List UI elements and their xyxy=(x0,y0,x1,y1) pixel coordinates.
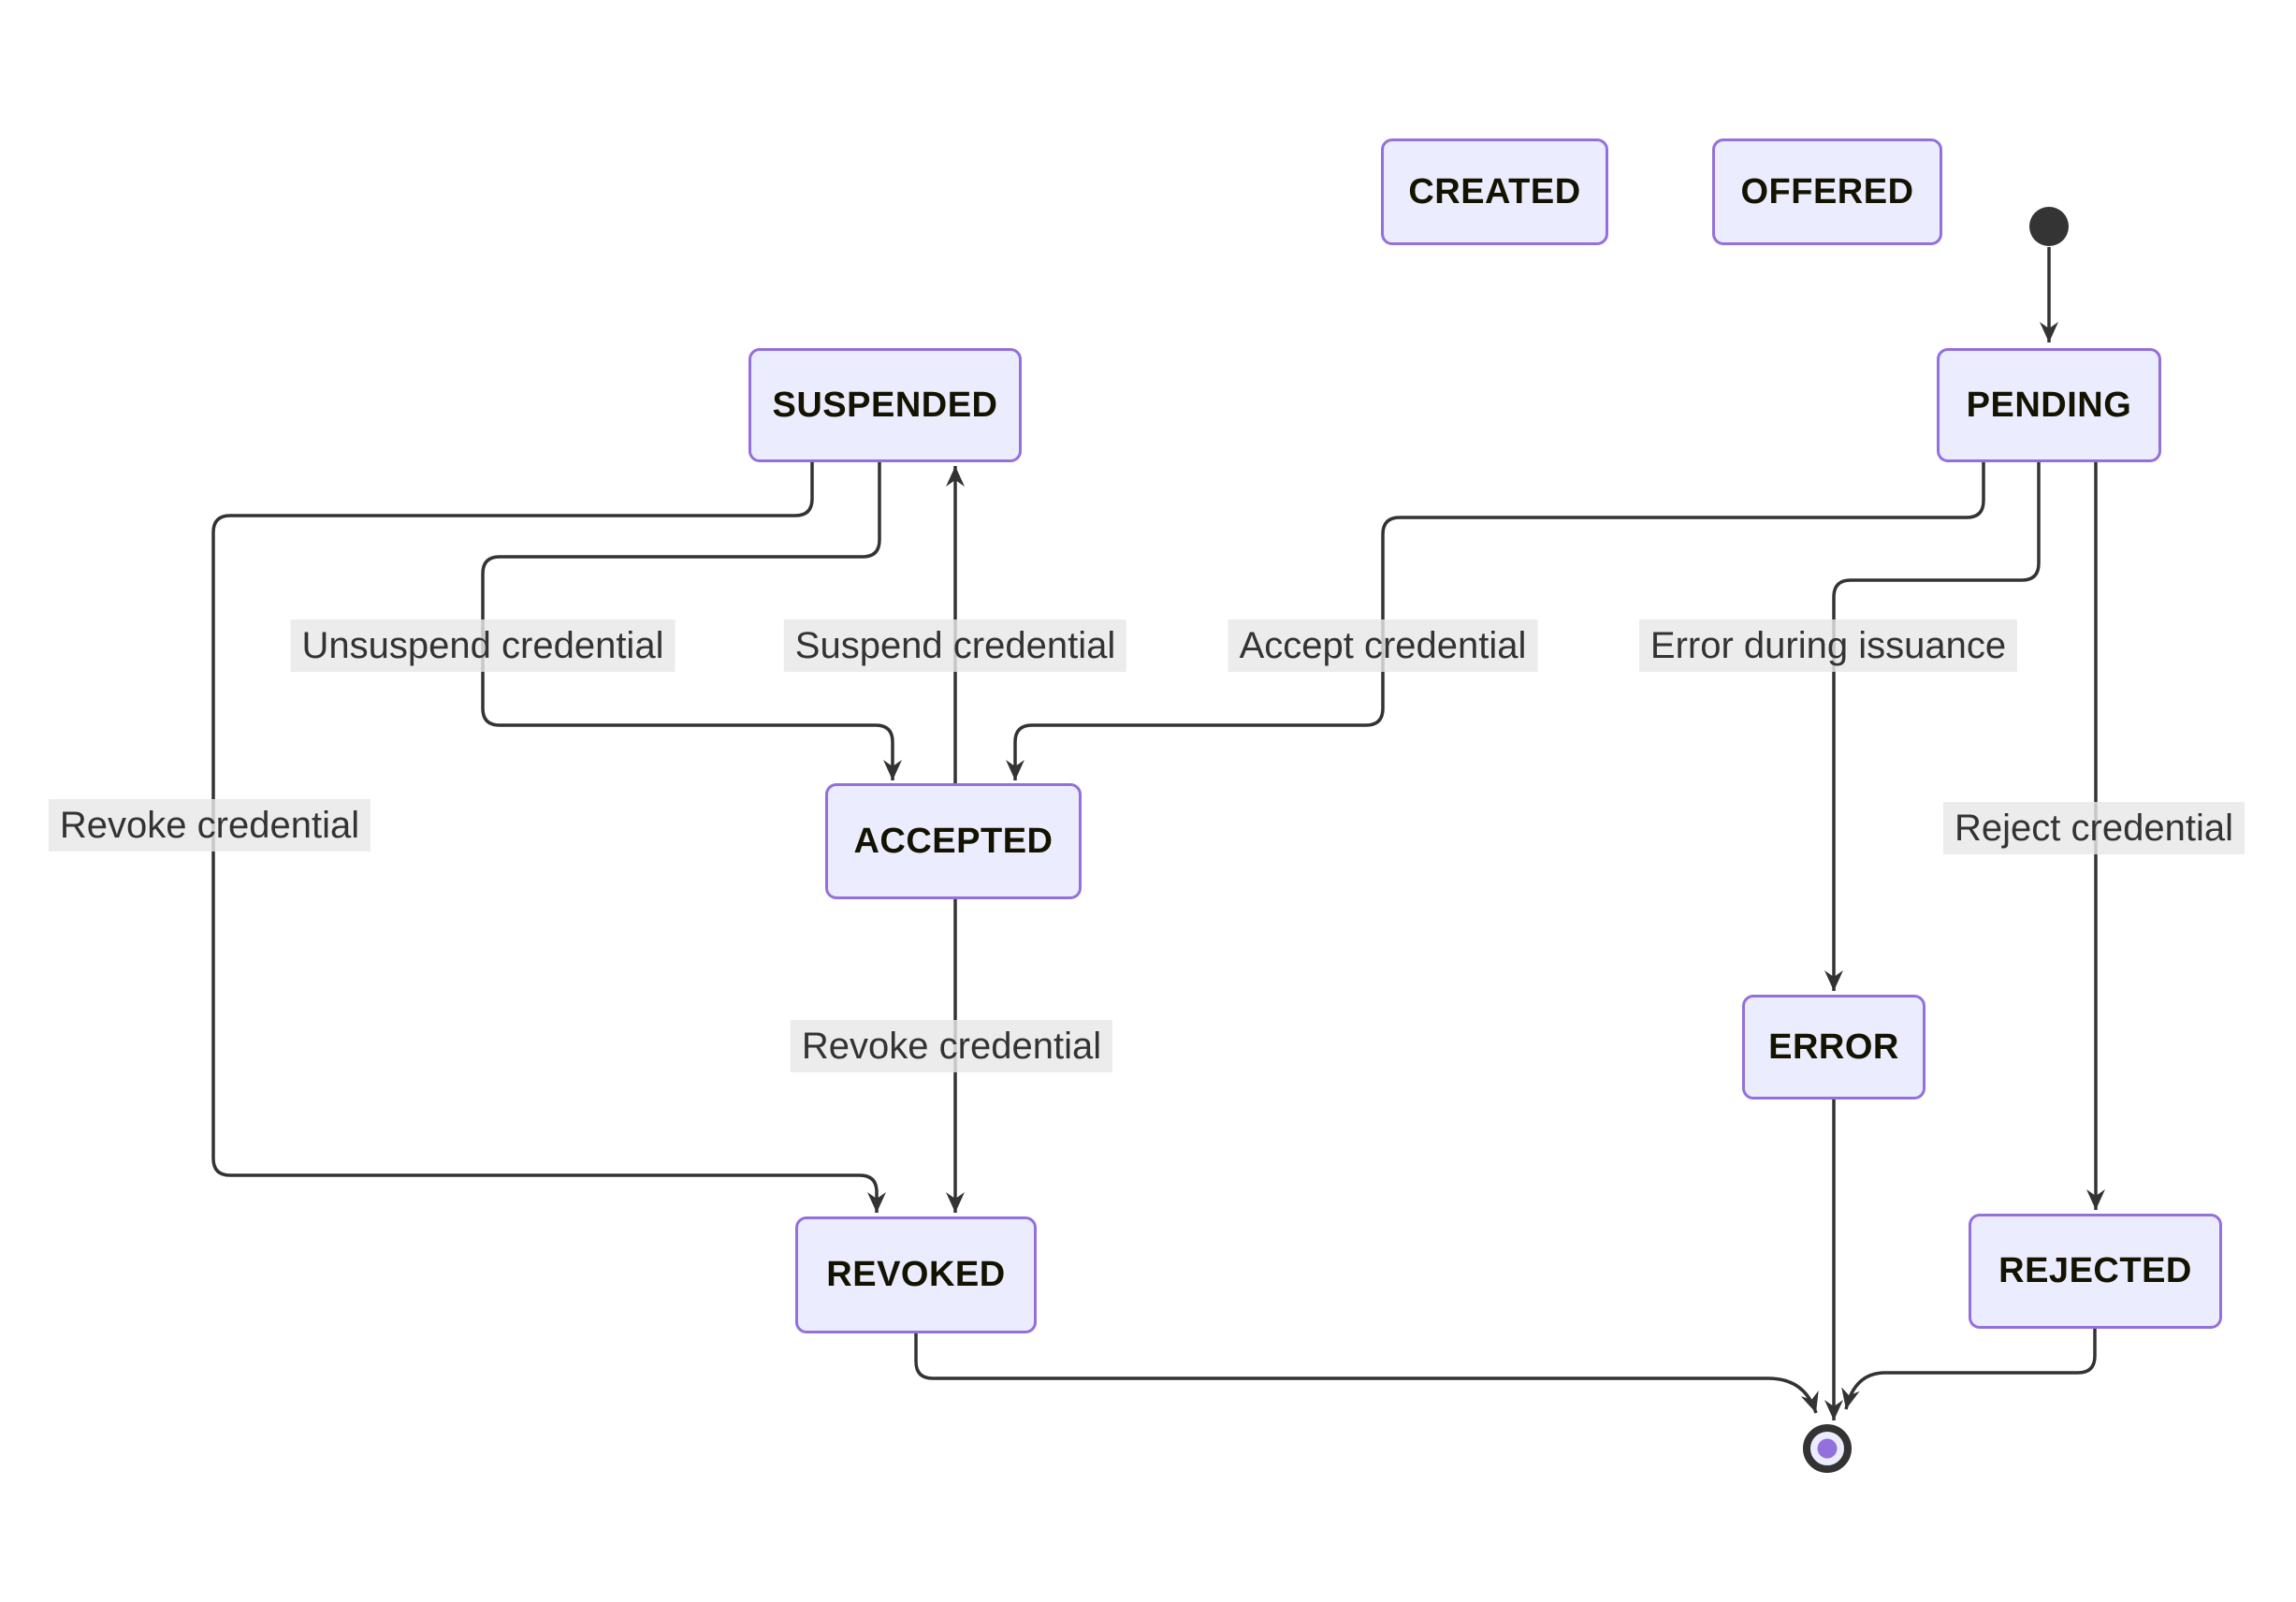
state-revoked: REVOKED xyxy=(795,1216,1037,1333)
edge-revoked-end xyxy=(914,1333,1819,1414)
end-state-icon xyxy=(1803,1424,1852,1473)
state-rejected-label: REJECTED xyxy=(1998,1251,2192,1290)
edge-label-reject-credential: Reject credential xyxy=(1943,802,2245,854)
edge-label-unsuspend-credential: Unsuspend credential xyxy=(290,619,676,672)
state-offered: OFFERED xyxy=(1712,138,1942,245)
edge-label-suspend-credential: Suspend credential xyxy=(783,619,1127,672)
state-error-label: ERROR xyxy=(1768,1027,1899,1067)
state-rejected: REJECTED xyxy=(1969,1214,2222,1329)
state-created: CREATED xyxy=(1381,138,1608,245)
state-revoked-label: REVOKED xyxy=(826,1255,1006,1294)
state-accepted: ACCEPTED xyxy=(825,783,1082,899)
state-offered-label: OFFERED xyxy=(1740,171,1914,211)
state-suspended: SUSPENDED xyxy=(748,348,1022,462)
state-suspended-label: SUSPENDED xyxy=(772,385,998,425)
state-pending: PENDING xyxy=(1937,348,2161,462)
edge-rejected-end xyxy=(1841,1329,2097,1410)
state-created-label: CREATED xyxy=(1408,171,1581,211)
edge-pending-error xyxy=(1824,462,2041,991)
edge-label-revoke-credential-middle: Revoke credential xyxy=(790,1020,1113,1072)
state-error: ERROR xyxy=(1742,995,1925,1100)
edge-label-error-during-issuance: Error during issuance xyxy=(1638,619,2018,672)
start-state-icon xyxy=(2029,207,2069,246)
edge-label-accept-credential: Accept credential xyxy=(1228,619,1538,672)
state-pending-label: PENDING xyxy=(1966,385,2132,425)
edge-label-revoke-credential-left: Revoke credential xyxy=(48,799,371,852)
state-accepted-label: ACCEPTED xyxy=(853,821,1054,861)
